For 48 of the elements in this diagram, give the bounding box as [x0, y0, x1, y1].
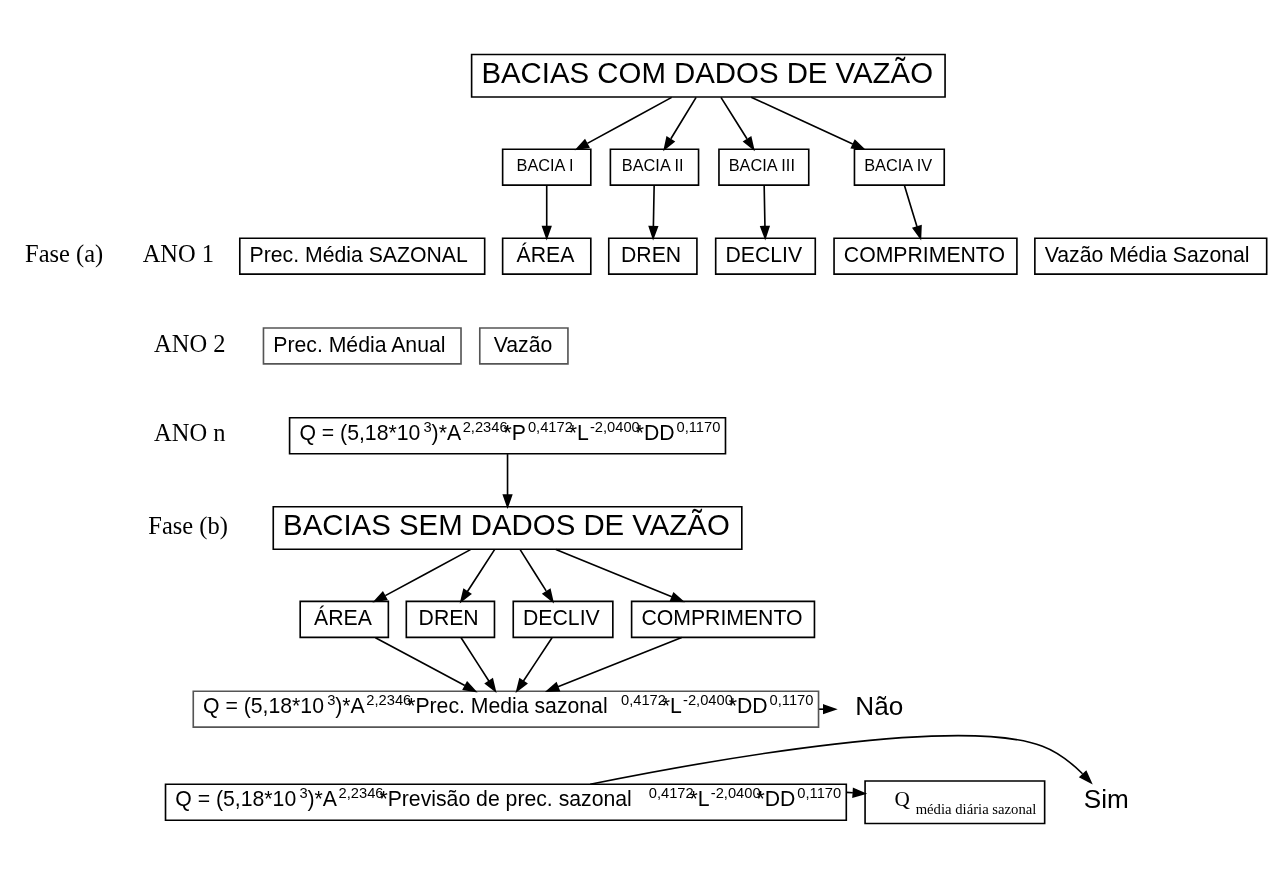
- node-box: Vazão Média Sazonal: [1034, 236, 1268, 275]
- node-box: BACIAS COM DADOS DE VAZÃO: [470, 53, 946, 98]
- node-box: DREN: [405, 600, 496, 638]
- arrow: [648, 184, 659, 240]
- node-box: BACIA IV: [853, 147, 946, 186]
- node-box: DREN: [607, 236, 698, 275]
- node-box: BACIA III: [718, 147, 810, 186]
- arrow: [374, 636, 478, 692]
- label: ANO n: [154, 418, 226, 446]
- node-text: Sim: [1083, 783, 1129, 814]
- arrow: [502, 452, 513, 509]
- node-box: BACIA II: [609, 147, 700, 186]
- arrow: [574, 96, 673, 150]
- node-box: Q = (5,18*10$^{3}$)*A$^{2,2346}$*Previsão de prec. sazonal $^{0,4172}$*L$^{-2,0400}$*DD$^{0,1170}$: [164, 782, 848, 821]
- node-box: ÁREA: [299, 600, 390, 638]
- arrow: [663, 96, 697, 151]
- node-box: Q $_{média diária sazonal}$: [864, 779, 1046, 824]
- node-box: BACIAS SEM DADOS DE VAZÃO: [272, 505, 743, 550]
- node-box: Prec. Média SAZONAL: [239, 236, 486, 275]
- label: ANO 1: [142, 239, 215, 267]
- arrow: [720, 96, 755, 151]
- node-box: Vazão: [478, 326, 569, 365]
- node-box: Q = (5,18*10$^{3}$)*A$^{2,2346}$*Prec. Media sazonal $^{0,4172}$*L$^{-2,0400}$*DD$^{0,1170}$: [192, 689, 820, 728]
- arrow: [515, 636, 553, 693]
- node-text: Não: [855, 690, 904, 721]
- arrow: [459, 548, 496, 603]
- node-box: DECLIV: [714, 236, 817, 275]
- node-box: Prec. Média Anual: [262, 326, 462, 365]
- node-box: Q = (5,18*10$^{3}$)*A$^{2,2346}$*P$^{0,4172}$*L$^{-2,0400}$*DD$^{0,1170}$: [288, 416, 727, 454]
- node-box: COMPRIMENTO: [630, 600, 816, 638]
- label: ANO 2: [154, 329, 226, 357]
- node-box: ÁREA: [501, 236, 592, 275]
- arrow: [519, 548, 555, 603]
- label: Fase (b): [148, 511, 228, 539]
- arrow: [555, 548, 686, 602]
- node-box: BACIA I: [501, 147, 592, 186]
- arrow: [589, 734, 1093, 785]
- arrow: [372, 548, 472, 603]
- arrow: [460, 636, 497, 693]
- arrow: [544, 636, 683, 692]
- arrow: [903, 184, 922, 240]
- arrow: [541, 184, 552, 240]
- node-box: DECLIV: [512, 600, 614, 638]
- arrow: [818, 703, 838, 714]
- label: Fase (a): [25, 239, 104, 267]
- node-box: COMPRIMENTO: [833, 236, 1018, 275]
- arrow: [750, 95, 866, 150]
- arrow: [759, 184, 771, 240]
